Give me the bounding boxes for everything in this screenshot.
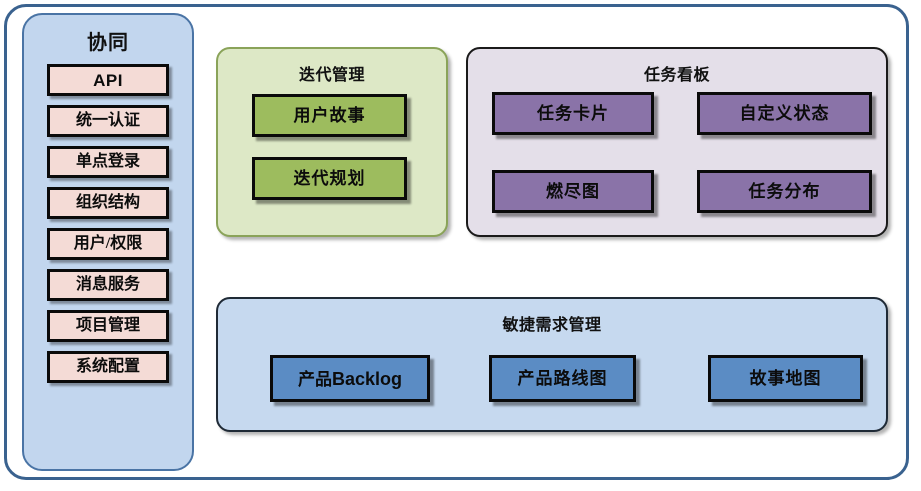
node-task-card[interactable]: 任务卡片 <box>492 92 654 135</box>
node-label: 产品Backlog <box>298 370 402 388</box>
group-title-iteration-management: 迭代管理 <box>298 67 365 84</box>
sidebar-item-users-permissions[interactable]: 用户/权限 <box>47 228 169 260</box>
group-panel-task-board: 任务看板 任务卡片 自定义状态 燃尽图 任务分布 <box>466 47 888 237</box>
sidebar-item-label: 组织结构 <box>75 194 140 211</box>
node-label: 任务卡片 <box>537 104 609 123</box>
sidebar-item-label: API <box>93 70 123 90</box>
sidebar-item-label: 系统配置 <box>75 358 140 375</box>
node-task-distribution[interactable]: 任务分布 <box>697 170 872 213</box>
group-title-agile-requirements: 敏捷需求管理 <box>502 317 602 334</box>
node-label: 用户故事 <box>293 106 366 125</box>
sidebar-item-label: 项目管理 <box>75 317 140 334</box>
node-label-latin: Backlog <box>331 368 403 389</box>
node-product-backlog[interactable]: 产品Backlog <box>270 355 430 402</box>
group-title-task-board: 任务看板 <box>643 67 710 84</box>
node-label-cjk: 产品 <box>297 369 332 389</box>
node-product-roadmap[interactable]: 产品路线图 <box>489 355 636 402</box>
sidebar-item-project-management[interactable]: 项目管理 <box>47 310 169 342</box>
node-story-map[interactable]: 故事地图 <box>708 355 863 402</box>
sidebar-panel-collaboration: 协同 API 统一认证 单点登录 组织结构 用户/权限 消息服务 项目管理 <box>22 13 194 471</box>
sidebar-title: 协同 <box>87 32 129 54</box>
sidebar-item-unified-auth[interactable]: 统一认证 <box>47 105 169 137</box>
sidebar-item-label: 单点登录 <box>75 153 140 170</box>
sidebar-item-message-service[interactable]: 消息服务 <box>47 269 169 301</box>
node-iteration-planning[interactable]: 迭代规划 <box>252 157 407 200</box>
sidebar-item-system-config[interactable]: 系统配置 <box>47 351 169 383</box>
sidebar-item-org-structure[interactable]: 组织结构 <box>47 187 169 219</box>
node-label: 自定义状态 <box>739 104 830 123</box>
sidebar-item-label: 消息服务 <box>75 276 140 293</box>
sidebar-item-label: 用户/权限 <box>73 235 143 252</box>
sidebar-item-api[interactable]: API <box>47 64 169 96</box>
node-label: 燃尽图 <box>546 182 600 201</box>
node-burndown-chart[interactable]: 燃尽图 <box>492 170 654 213</box>
group-panel-agile-requirements: 敏捷需求管理 产品Backlog 产品路线图 故事地图 <box>216 297 888 432</box>
node-custom-status[interactable]: 自定义状态 <box>697 92 872 135</box>
node-user-story[interactable]: 用户故事 <box>252 94 407 137</box>
group-panel-iteration-management: 迭代管理 用户故事 迭代规划 <box>216 47 448 237</box>
node-label: 迭代规划 <box>293 169 366 188</box>
node-label: 产品路线图 <box>517 369 608 388</box>
node-label: 任务分布 <box>748 182 821 201</box>
node-label: 故事地图 <box>749 369 822 388</box>
sidebar-item-single-sign-on[interactable]: 单点登录 <box>47 146 169 178</box>
sidebar-item-label: 统一认证 <box>75 112 140 129</box>
sidebar-item-list: API 统一认证 单点登录 组织结构 用户/权限 消息服务 项目管理 系统配置 <box>24 64 192 392</box>
